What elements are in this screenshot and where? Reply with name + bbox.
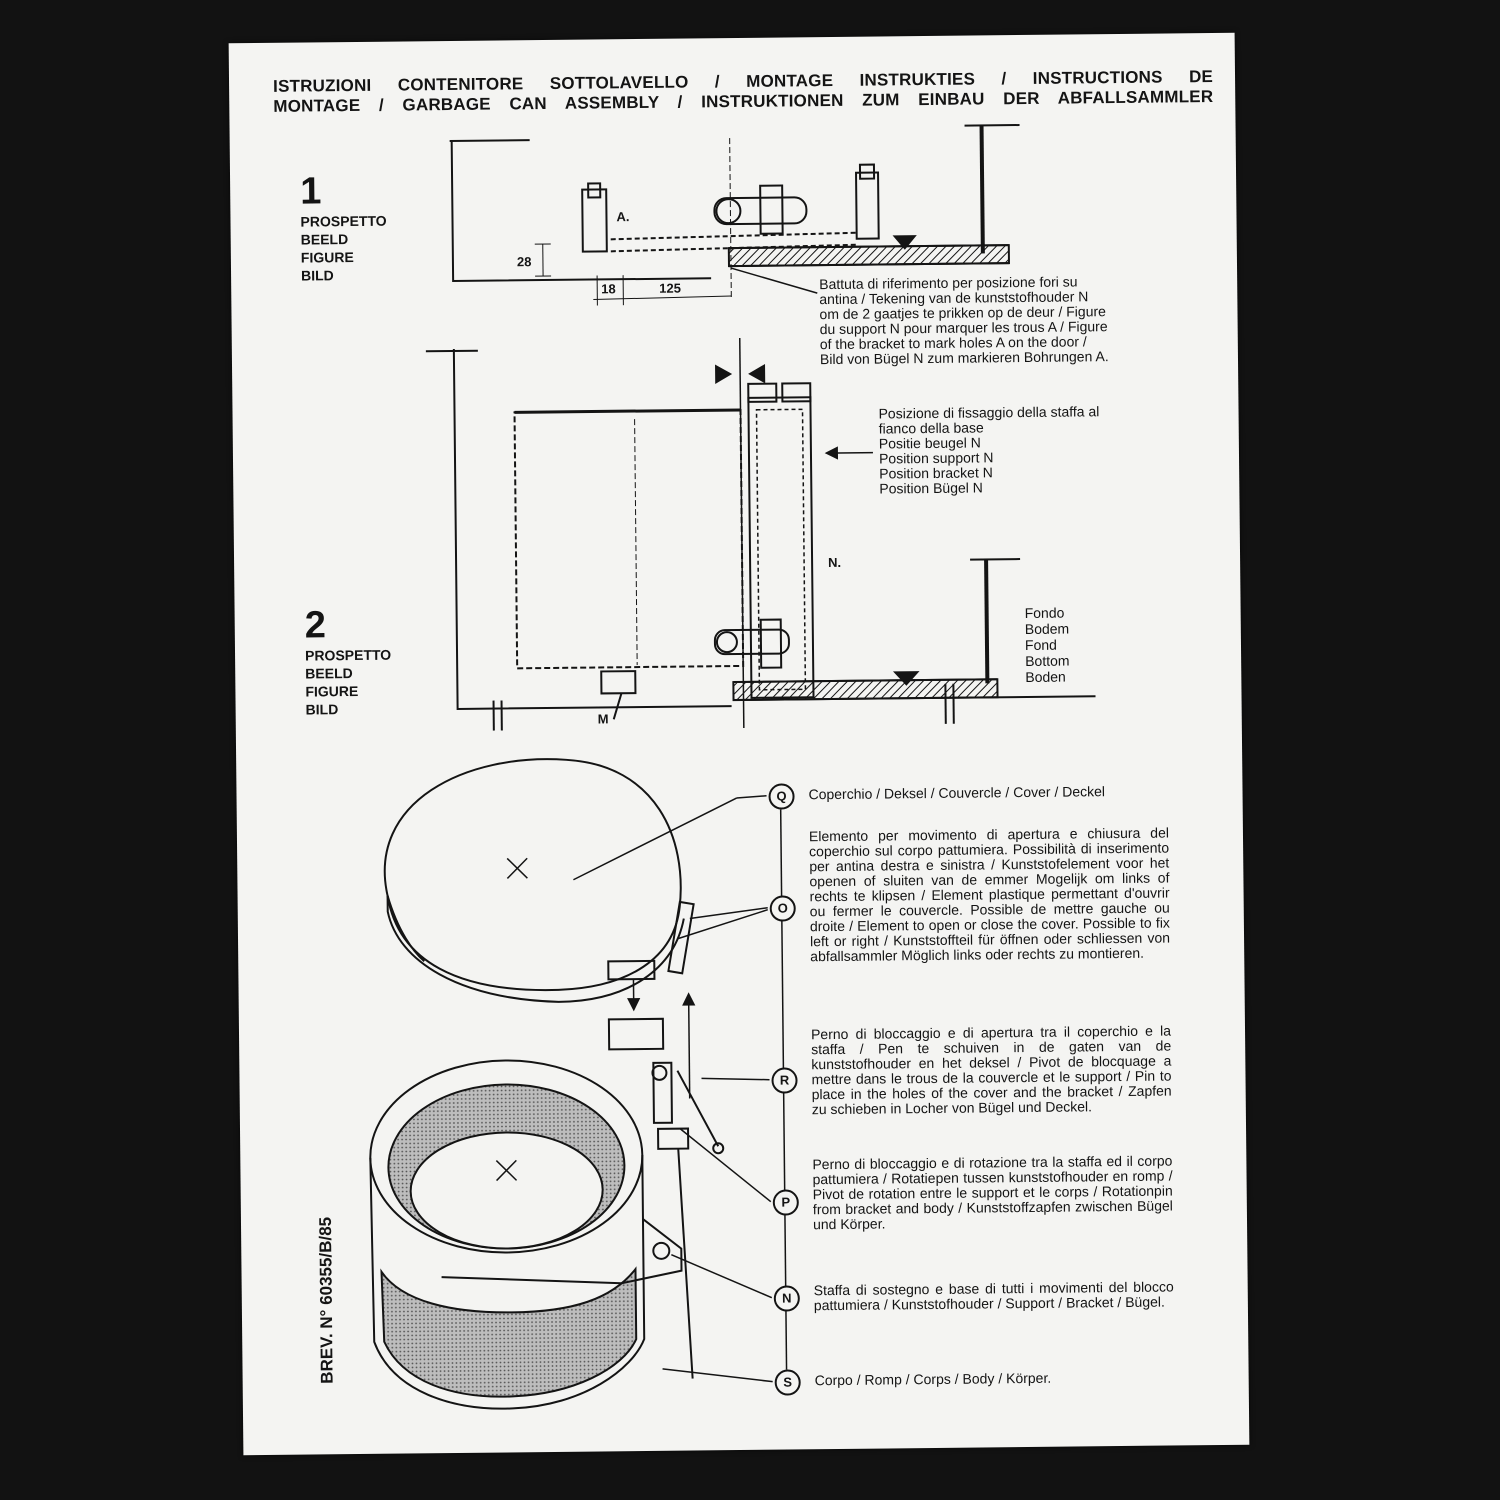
dimension-18: 18 bbox=[601, 281, 616, 297]
n-label: N. bbox=[828, 554, 842, 571]
position-note-line: Position Bügel N bbox=[879, 479, 983, 497]
part-r-marker: R bbox=[771, 1067, 798, 1094]
dimension-125: 125 bbox=[659, 280, 682, 296]
figure1-label: FIGURE bbox=[300, 249, 354, 266]
figure1-labels: PROSPETTO BEELD FIGURE BILD bbox=[300, 212, 387, 285]
patent-number: BREV. N° 60355/B/85 bbox=[315, 1216, 337, 1384]
figure2-drawing bbox=[425, 337, 1096, 731]
bottom-note-line: Fondo bbox=[1024, 604, 1065, 622]
part-p-text: Perno di bloccaggio e di rotazione tra l… bbox=[812, 1152, 1173, 1233]
figure1-number: 1 bbox=[299, 170, 322, 213]
part-q-marker: Q bbox=[768, 783, 795, 810]
part-r-text: Perno di bloccaggio e di apertura tra il… bbox=[810, 1022, 1172, 1118]
bottom-note-line: Boden bbox=[1025, 668, 1066, 685]
figure1-label: BEELD bbox=[300, 231, 349, 248]
figure1-note: Battuta di riferimento per posizione for… bbox=[819, 273, 1160, 367]
part-n-marker: N bbox=[773, 1285, 800, 1312]
instruction-sheet: ISTRUZIONI CONTENITORE SOTTOLAVELLO / MO… bbox=[228, 32, 1250, 1456]
figure2-position-note: Posizione di fissaggio della staffa al f… bbox=[878, 403, 1169, 496]
figure2-label: BEELD bbox=[305, 665, 353, 682]
part-s-marker: S bbox=[774, 1369, 801, 1396]
figure1-label: PROSPETTO bbox=[300, 212, 387, 230]
part-n-text: Staffa di sostegno e base di tutti i mov… bbox=[813, 1278, 1174, 1314]
bottom-note-line: Bottom bbox=[1025, 652, 1070, 669]
figure1-drawing bbox=[449, 124, 1020, 306]
bottom-note-line: Fond bbox=[1024, 636, 1057, 653]
dimension-a: A. bbox=[616, 209, 630, 225]
figure2-label: BILD bbox=[305, 701, 339, 718]
figure2-labels: PROSPETTO BEELD FIGURE BILD bbox=[305, 646, 392, 719]
bottom-note: Fondo Bodem Fond Bottom Boden bbox=[1025, 605, 1070, 685]
technical-drawings bbox=[369, 124, 1096, 1410]
figure2-number: 2 bbox=[304, 604, 327, 647]
figure2-label: PROSPETTO bbox=[304, 646, 392, 664]
dimension-28: 28 bbox=[516, 254, 532, 270]
figure1-label: BILD bbox=[300, 267, 334, 284]
m-label: M bbox=[597, 711, 609, 727]
bottom-note-line: Bodem bbox=[1024, 620, 1070, 638]
figure2-label: FIGURE bbox=[305, 682, 359, 700]
part-o-text: Elemento per movimento di apertura e chi… bbox=[808, 824, 1171, 965]
part-o-marker: O bbox=[769, 895, 796, 922]
part-p-marker: P bbox=[772, 1189, 799, 1216]
exploded-view-drawing bbox=[369, 758, 788, 1410]
